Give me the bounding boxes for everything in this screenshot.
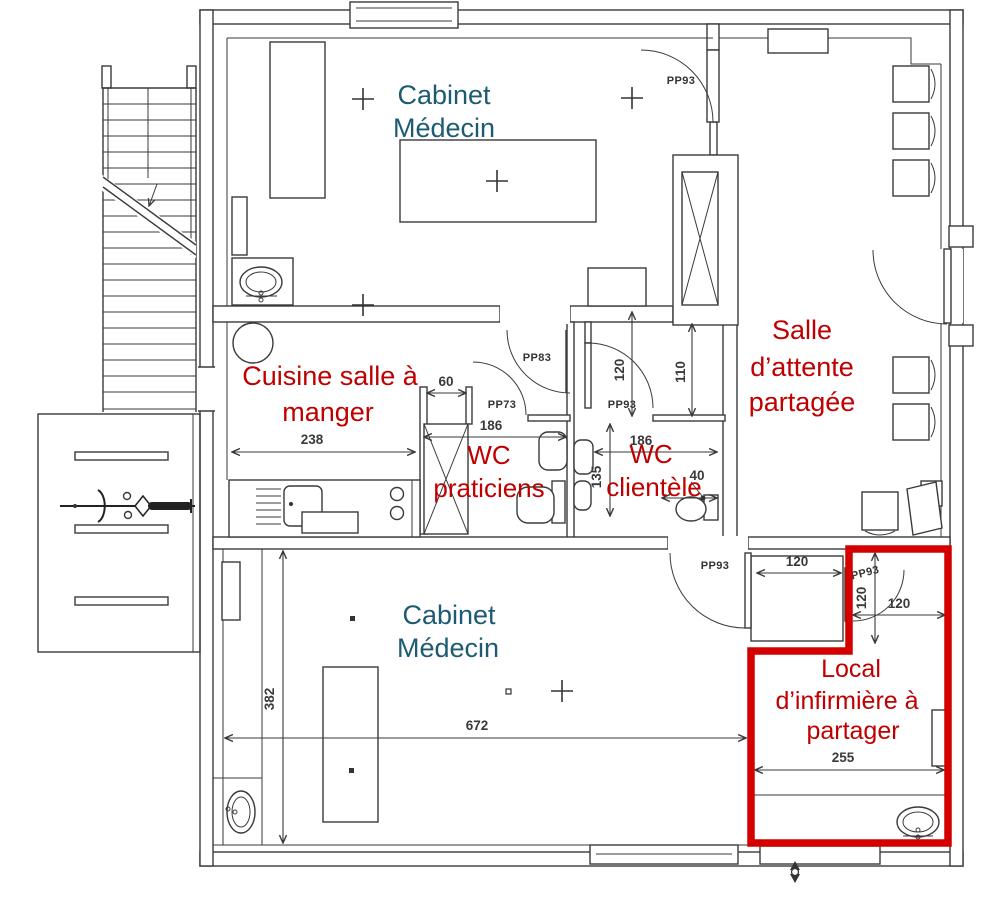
room-label-salle: d’attente	[750, 352, 854, 382]
wardrobe	[269, 41, 326, 199]
balcony-slat	[74, 451, 169, 461]
chair	[892, 403, 936, 441]
duct-shaft-wc	[423, 423, 469, 535]
room-label-cabinet-bottom: Médecin	[397, 633, 499, 663]
cabinet-top-fixtures	[231, 41, 647, 316]
chair	[892, 112, 936, 150]
balcony-slat	[74, 596, 169, 606]
sink-unit	[225, 790, 256, 834]
side-table	[906, 481, 943, 536]
survey-cross	[551, 680, 573, 702]
door-salle-entry	[872, 225, 974, 347]
stair-direction-arrow	[149, 183, 158, 206]
dim-cabinet-width: 672	[466, 718, 489, 733]
door-pp83: PP83	[506, 329, 571, 394]
dim-corridor-a: 120	[612, 359, 627, 382]
room-label-cuisine: Cuisine salle à	[242, 361, 419, 391]
drainboard	[256, 488, 281, 525]
room-label-local: partager	[806, 717, 899, 745]
toilet	[516, 486, 555, 524]
radiator	[231, 196, 248, 256]
dim-cuisine-width: 238	[301, 432, 324, 447]
windows	[198, 1, 881, 865]
room-label-local: d’infirmière à	[775, 687, 918, 715]
door-pp93-top: PP93	[640, 49, 720, 123]
room-label-wc-clientele: clientèle	[606, 472, 701, 502]
exam-table	[322, 666, 379, 823]
dim-niche: 60	[438, 374, 453, 389]
door-pp93-cabinet: PP93	[669, 552, 752, 629]
hand-basin	[573, 480, 592, 511]
room-label-cabinet-top: Cabinet	[397, 80, 491, 110]
salle-attente-fixtures	[861, 65, 943, 536]
dim-wc-offset: 40	[689, 468, 704, 483]
kitchen-counter	[228, 479, 421, 538]
chair	[892, 159, 936, 197]
sink-unit	[896, 806, 940, 840]
exam-table	[399, 139, 597, 223]
door-label: PP83	[523, 352, 552, 364]
door-label: PP93	[850, 564, 881, 583]
duct-shaft-top	[672, 154, 739, 326]
room-label-cuisine: manger	[282, 397, 374, 427]
highlight-local-infirmiere	[747, 545, 952, 847]
chair	[861, 491, 899, 536]
cabinet-bottom-fixtures	[213, 549, 573, 845]
door-label: PP93	[701, 560, 730, 572]
dim-closet-width: 120	[786, 554, 809, 569]
dim-wc-clientele-width: 186	[630, 433, 653, 448]
dim-local-entry: 120	[888, 596, 911, 611]
burner	[389, 486, 405, 502]
window-bottom-2	[759, 845, 881, 865]
room-label-local: Local	[821, 655, 881, 683]
dim-corridor-b: 110	[673, 361, 688, 383]
window-top	[349, 1, 459, 29]
door-pp73: PP73	[472, 361, 527, 416]
balcony-slat	[74, 524, 169, 534]
room-label-salle: Salle	[772, 315, 832, 345]
room-label-wc-clientele: WC	[629, 439, 672, 469]
window-top-right	[767, 28, 829, 54]
balcony-door-opening	[198, 367, 215, 411]
sink-unit	[231, 257, 294, 306]
dim-local-width: 255	[832, 750, 855, 765]
chair	[892, 65, 936, 103]
survey-crosses	[352, 87, 643, 316]
dim-closet-depth: 120	[854, 587, 869, 610]
section-marker-icon	[790, 861, 800, 883]
dimension-lines: 238 60 186 120 110 186 135 40 120 120 12…	[225, 312, 945, 843]
room-label-cabinet-bottom: Cabinet	[402, 600, 496, 630]
dim-cabinet-depth: 382	[262, 688, 277, 711]
room-label-cabinet-top: Médecin	[393, 113, 495, 143]
room-labels: Cabinet Médecin Cuisine salle à manger W…	[242, 80, 918, 745]
hand-basin	[573, 439, 594, 475]
burner	[389, 505, 405, 521]
balcony	[37, 413, 201, 653]
wc-praticiens-fixtures	[516, 431, 568, 524]
dim-wc-clientele-depth: 135	[589, 465, 604, 488]
cabinet-unit	[587, 267, 647, 307]
room-label-salle: partagée	[749, 387, 856, 417]
radiator	[221, 561, 241, 621]
round-table	[232, 322, 274, 364]
room-label-wc-praticiens: praticiens	[433, 473, 544, 503]
bicycle-icon	[60, 489, 195, 523]
staircase	[101, 65, 197, 412]
dim-wc-praticiens: 186	[480, 418, 503, 433]
stair-treads	[103, 103, 196, 410]
hand-basin	[538, 431, 568, 471]
chair	[892, 356, 936, 394]
door-label: PP73	[488, 399, 517, 411]
stair-break-line	[102, 176, 197, 246]
kitchen-fixtures	[228, 322, 421, 538]
room-label-wc-praticiens: WC	[467, 440, 510, 470]
door-label: PP93	[667, 75, 696, 87]
